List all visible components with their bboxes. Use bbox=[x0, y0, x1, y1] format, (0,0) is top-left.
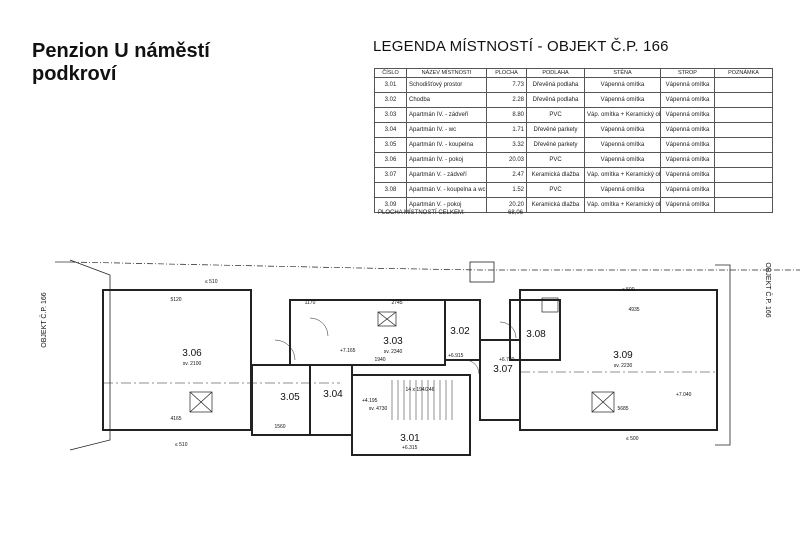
right-party-wall bbox=[715, 264, 731, 446]
room-309-outline bbox=[519, 289, 718, 431]
room-308-outline bbox=[509, 299, 561, 361]
page-title: Penzion U náměstí podkroví bbox=[32, 40, 272, 86]
dim-2745: 2745 bbox=[391, 300, 402, 306]
room-306-label: 3.06 bbox=[182, 348, 202, 359]
room-303-outline bbox=[289, 299, 446, 366]
dim-5685: 5685 bbox=[617, 406, 628, 412]
dim-4935: 4935 bbox=[628, 307, 639, 313]
room-304-label: 3.04 bbox=[323, 389, 343, 400]
room-306-outline bbox=[102, 289, 252, 431]
chimney bbox=[469, 261, 495, 283]
room-308-label: 3.08 bbox=[526, 329, 546, 340]
cell-strop: Vápenná omítka bbox=[660, 197, 715, 213]
title-line-1: Penzion U náměstí bbox=[32, 40, 210, 62]
room-301-height: sv. 4730 bbox=[369, 406, 388, 412]
level-1: +7.165 bbox=[340, 348, 356, 354]
title-line-2: podkroví bbox=[32, 63, 117, 85]
room-307-label: 3.07 bbox=[493, 364, 513, 375]
room-307-outline bbox=[479, 339, 521, 421]
roof-outline bbox=[69, 261, 800, 271]
dim-5120: 5120 bbox=[170, 297, 181, 303]
room-303-label: 3.03 bbox=[383, 336, 403, 347]
level-5: +6.315 bbox=[402, 445, 418, 451]
cell-poznamka bbox=[714, 197, 773, 213]
level-3: +6.720 bbox=[499, 357, 515, 363]
dim-1560: 1560 bbox=[274, 424, 285, 430]
room-301-label: 3.01 bbox=[400, 433, 420, 444]
room-304-outline bbox=[309, 364, 353, 436]
legend-title: LEGENDA MÍSTNOSTÍ - OBJEKT Č.P. 166 bbox=[373, 38, 669, 55]
total-area-value: 68,06 bbox=[508, 210, 524, 216]
building-label-right: OBJEKT Č.P. 166 bbox=[764, 262, 773, 317]
total-area-label: PLOCHA MÍSTNOSTÍ CELKEM: bbox=[378, 210, 465, 216]
room-309-height: sv. 2230 bbox=[614, 363, 633, 369]
room-301-outline bbox=[351, 374, 471, 456]
dim-1170: 1170 bbox=[305, 300, 316, 306]
roof-note-top-left: ≤ 510 bbox=[205, 279, 218, 285]
room-legend-table: ČÍSLO NÁZEV MÍSTNOSTI PLOCHA PODLAHA STĚ… bbox=[374, 68, 773, 213]
stair-spec: 14 x 194/246 bbox=[406, 387, 435, 393]
building-label-left: OBJEKT Č.P. 166 bbox=[39, 292, 48, 347]
dim-4165: 4165 bbox=[170, 416, 181, 422]
room-305-label: 3.05 bbox=[280, 392, 300, 403]
room-306-height: sv. 2100 bbox=[183, 361, 202, 367]
left-party-wall bbox=[69, 259, 111, 451]
roof-note-top-right: ≤ 500 bbox=[622, 287, 635, 293]
level-6: +7.040 bbox=[676, 392, 692, 398]
room-303-height: sv. 2340 bbox=[384, 349, 403, 355]
dim-1940: 1940 bbox=[374, 357, 385, 363]
room-309-label: 3.09 bbox=[613, 350, 633, 361]
door-swings bbox=[274, 317, 517, 375]
level-2: +6.915 bbox=[448, 353, 464, 359]
stair-treads bbox=[391, 380, 453, 420]
room-302-outline bbox=[444, 299, 481, 361]
skylight-windows bbox=[189, 297, 615, 413]
room-302-label: 3.02 bbox=[450, 326, 470, 337]
roof-note-bottom-right: ≤ 500 bbox=[626, 436, 639, 442]
level-4: +4.195 bbox=[362, 398, 378, 404]
roof-note-bottom-left: ≤ 510 bbox=[175, 442, 188, 448]
